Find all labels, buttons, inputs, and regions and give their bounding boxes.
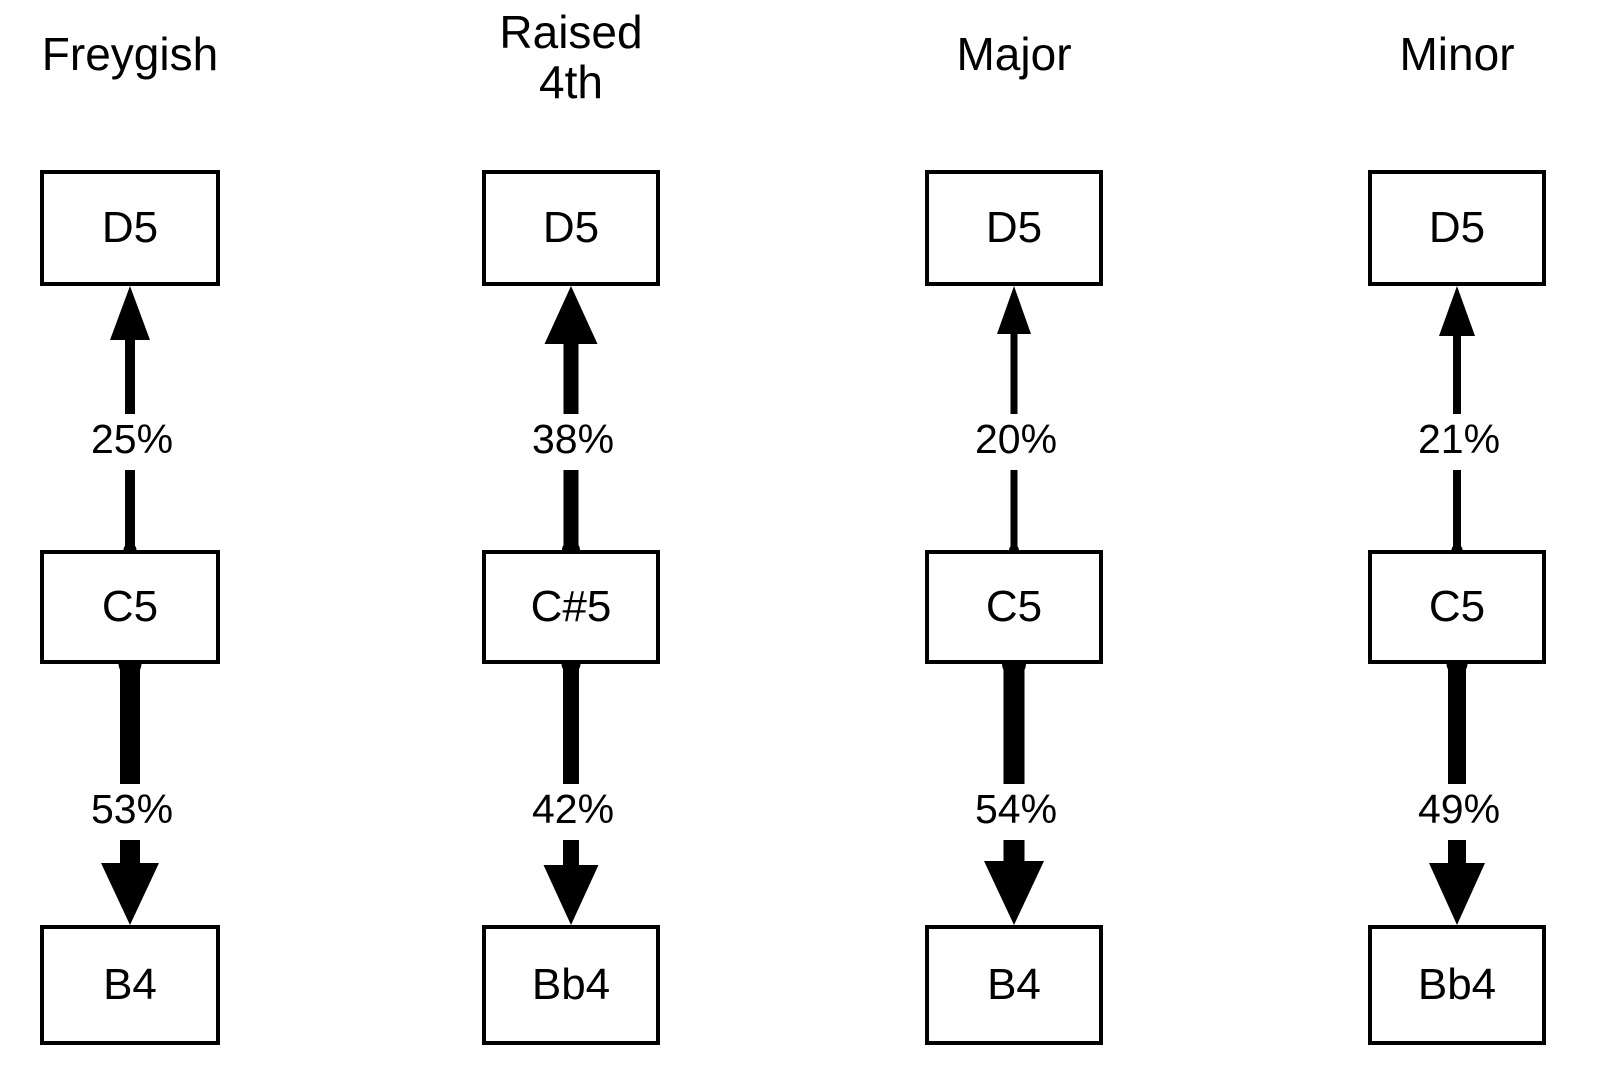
note-box-freygish-middle[interactable]: C5 — [40, 550, 220, 664]
arrow-shaft-upper — [1453, 336, 1461, 430]
arrow-head — [997, 286, 1031, 334]
arrow-shaft-lower — [1448, 840, 1466, 863]
arrow-shaft-upper — [563, 344, 579, 430]
transition-percent-major-down: 54% — [919, 784, 1113, 835]
column-title-minor: Minor — [1399, 28, 1515, 80]
arrow-shaft-lower — [563, 840, 579, 865]
transition-percent-freygish-up: 25% — [34, 414, 230, 465]
note-box-minor-middle[interactable]: C5 — [1368, 550, 1546, 664]
transition-percent-raised-4th-up: 38% — [476, 414, 670, 465]
column-title-raised-4th: Raised 4th — [499, 6, 643, 108]
arrow-shaft-upper — [1003, 664, 1025, 800]
transition-arrow-freygish-down — [101, 652, 159, 925]
arrow-shaft-lower — [1453, 470, 1461, 550]
note-box-major-bottom[interactable]: B4 — [925, 925, 1103, 1045]
note-box-major-middle[interactable]: C5 — [925, 550, 1103, 664]
arrow-head — [543, 865, 599, 925]
transition-percent-freygish-down: 53% — [34, 784, 230, 835]
arrow-shaft-upper — [1010, 334, 1018, 430]
note-box-raised-4th-bottom[interactable]: Bb4 — [482, 925, 660, 1045]
arrow-shaft-upper — [1448, 664, 1466, 800]
transition-arrow-raised-4th-up — [544, 286, 598, 559]
arrow-shaft-upper — [563, 664, 579, 800]
arrow-head — [1429, 863, 1485, 925]
note-box-freygish-top[interactable]: D5 — [40, 170, 220, 286]
transition-arrow-minor-down — [1429, 653, 1485, 925]
arrow-shaft-lower — [1003, 840, 1025, 861]
arrow-shaft-lower — [1010, 470, 1018, 550]
arrow-head — [544, 286, 598, 344]
note-box-major-top[interactable]: D5 — [925, 170, 1103, 286]
arrow-shaft-upper — [120, 664, 140, 800]
arrow-head — [110, 286, 150, 340]
transition-percent-major-up: 20% — [919, 414, 1113, 465]
arrow-shaft-upper — [125, 340, 135, 430]
column-title-major: Major — [956, 28, 1072, 80]
note-box-minor-bottom[interactable]: Bb4 — [1368, 925, 1546, 1045]
transition-percent-raised-4th-down: 42% — [476, 784, 670, 835]
column-title-freygish: Freygish — [41, 28, 219, 80]
arrow-head — [101, 863, 159, 925]
arrow-shaft-lower — [563, 470, 579, 550]
note-box-raised-4th-top[interactable]: D5 — [482, 170, 660, 286]
transition-percent-minor-down: 49% — [1362, 784, 1556, 835]
arrow-head — [1439, 286, 1475, 336]
transition-arrow-major-down — [984, 652, 1044, 925]
note-box-raised-4th-middle[interactable]: C#5 — [482, 550, 660, 664]
transition-percent-minor-up: 21% — [1362, 414, 1556, 465]
arrow-shaft-lower — [120, 840, 140, 863]
arrow-head — [984, 861, 1044, 925]
note-box-minor-top[interactable]: D5 — [1368, 170, 1546, 286]
arrow-shaft-lower — [125, 470, 135, 550]
note-box-freygish-bottom[interactable]: B4 — [40, 925, 220, 1045]
